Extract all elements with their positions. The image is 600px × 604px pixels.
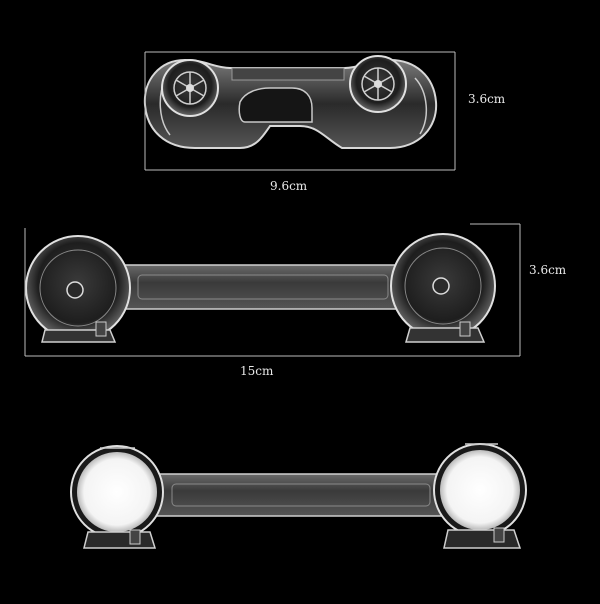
right-suction-cup [390, 233, 496, 343]
right-cap [349, 55, 407, 113]
mounted-lock [70, 443, 527, 549]
left-cap [161, 59, 219, 117]
strap [117, 264, 409, 310]
middle-width-label: 15cm [240, 364, 274, 378]
top-height-label: 3.6cm [468, 92, 506, 106]
closed-lock [143, 55, 438, 149]
right-adhesive-pad [433, 443, 527, 549]
middle-dimension-lines [24, 223, 521, 357]
left-adhesive-pad [70, 445, 164, 549]
top-dimension-lines [144, 51, 456, 171]
middle-height-label: 3.6cm [529, 263, 567, 277]
extended-lock [25, 233, 496, 343]
strap-bottom [149, 473, 451, 517]
left-suction-cup [25, 235, 131, 343]
top-width-label: 9.6cm [270, 179, 308, 193]
